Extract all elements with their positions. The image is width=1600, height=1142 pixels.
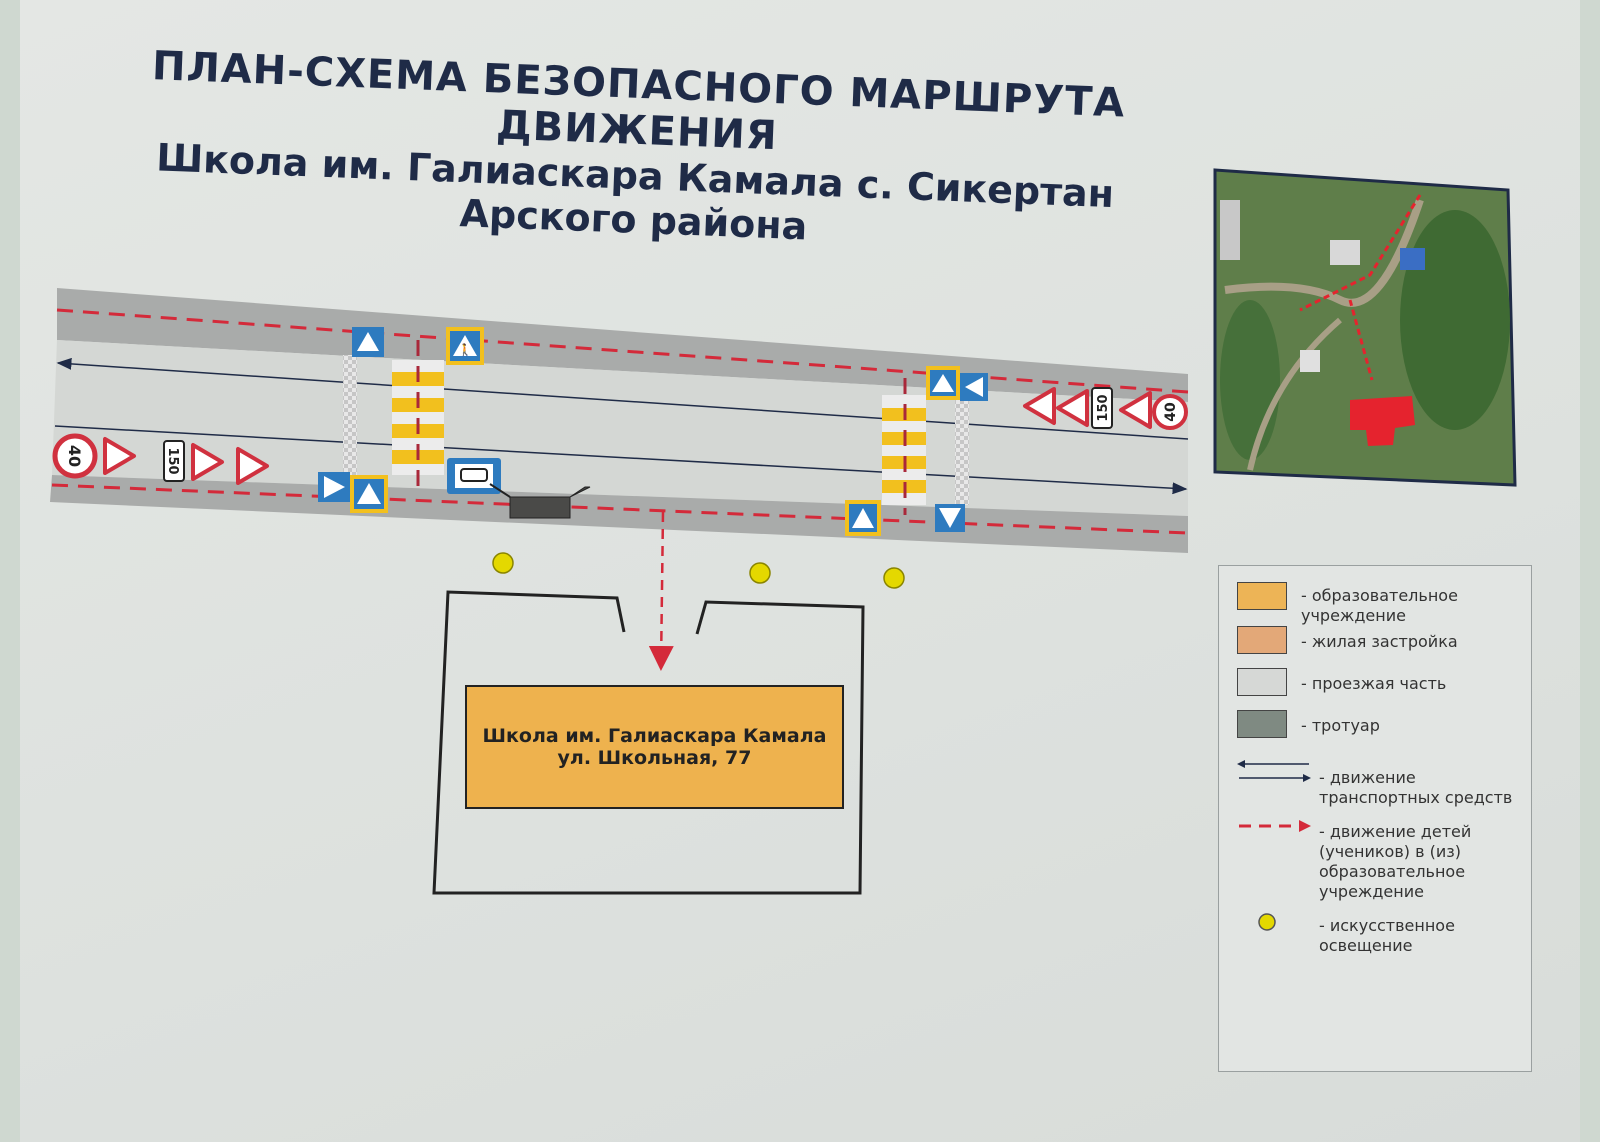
pedestrian-crossing-sign bbox=[935, 504, 965, 532]
pedestrian-crossing-sign bbox=[845, 500, 881, 536]
legend-label: - движение детей (учеников) в (из) образ… bbox=[1319, 822, 1472, 901]
svg-text:🚶: 🚶 bbox=[458, 343, 473, 357]
speed-limit-value: 40 bbox=[1163, 402, 1179, 422]
lamp-icon bbox=[1258, 913, 1276, 931]
legend-swatch bbox=[1237, 668, 1287, 696]
distance-value: 150 bbox=[165, 447, 180, 474]
legend-label: - искусственное освещение bbox=[1319, 916, 1455, 955]
sidewalk-top bbox=[57, 288, 1188, 402]
speed-limit-sign: 40 bbox=[52, 433, 98, 479]
child-route-to-school bbox=[648, 511, 674, 671]
street-lamp bbox=[749, 562, 771, 584]
school-address: ул. Школьная, 77 bbox=[557, 747, 752, 769]
crosswalk-right bbox=[882, 378, 969, 515]
distance-value: 150 bbox=[1096, 394, 1111, 421]
pedestrian-crossing-sign bbox=[318, 472, 350, 502]
speed-limit-sign: 40 bbox=[1152, 394, 1188, 430]
pedestrian-crossing-sign: 🚶 bbox=[446, 327, 484, 365]
pedestrian-crossing-sign bbox=[960, 373, 988, 401]
traffic-arrow-left bbox=[56, 357, 1189, 440]
legend-swatch bbox=[1237, 582, 1287, 610]
school-fence bbox=[432, 590, 865, 895]
distance-plate: 150 bbox=[1091, 387, 1113, 429]
bus-stop-platform bbox=[509, 486, 591, 519]
crosswalk-left bbox=[343, 340, 444, 490]
legend-label: - образовательное учреждение bbox=[1301, 586, 1458, 625]
school-name: Школа им. Галиаскара Камала bbox=[482, 725, 827, 747]
pedestrian-crossing-sign bbox=[926, 366, 960, 400]
bus-stop-sign bbox=[447, 458, 501, 494]
legend-label: - тротуар bbox=[1301, 716, 1380, 735]
legend: - образовательное учреждение - жилая зас… bbox=[1218, 565, 1532, 1072]
street-lamp bbox=[492, 552, 514, 574]
street-lamp bbox=[883, 567, 905, 589]
speed-limit-value: 40 bbox=[65, 445, 84, 467]
pedestrian-crossing-sign bbox=[350, 475, 388, 513]
satellite-map bbox=[1213, 168, 1517, 487]
child-route-top bbox=[56, 308, 1189, 394]
legend-swatch bbox=[1237, 710, 1287, 738]
child-route-bottom bbox=[51, 483, 1189, 535]
red-dashed-arrow-icon bbox=[1239, 820, 1311, 832]
legend-label: - жилая застройка bbox=[1301, 632, 1458, 651]
legend-label: - проезжая часть bbox=[1301, 674, 1447, 693]
road bbox=[50, 288, 1189, 553]
school-building: Школа им. Галиаскара Камала ул. Школьная… bbox=[465, 685, 844, 809]
traffic-arrow-right bbox=[54, 425, 1188, 495]
vehicle-arrows-icon bbox=[1237, 760, 1311, 782]
legend-swatch bbox=[1237, 626, 1287, 654]
distance-plate: 150 bbox=[163, 440, 185, 482]
legend-label: - движение транспортных средств bbox=[1319, 768, 1513, 807]
pedestrian-crossing-sign bbox=[352, 327, 384, 357]
